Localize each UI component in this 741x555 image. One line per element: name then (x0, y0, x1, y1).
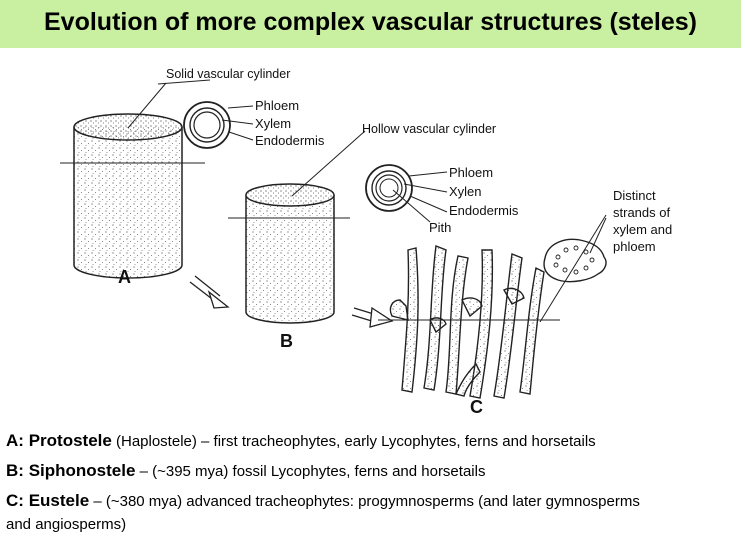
label-c-strands-line3: xylem and (613, 222, 672, 237)
cross-section-c (543, 238, 607, 283)
label-b-phloem: Phloem (449, 165, 493, 180)
label-a-xylem: Xylem (255, 116, 291, 131)
caption-c-text: – (~380 mya) advanced tracheophytes: pro… (89, 493, 640, 510)
caption-a-label: A: (6, 431, 24, 450)
arrow-a-to-b (189, 275, 230, 309)
caption-c-name: Eustele (28, 491, 90, 510)
caption-b: B: Siphonostele – (~395 mya) fossil Lyco… (6, 460, 485, 483)
stele-diagram: A Solid vascular cylinder Phloem Xylem E… (0, 48, 741, 420)
caption-b-label: B: (6, 461, 24, 480)
letter-a: A (118, 267, 131, 287)
caption-c-label: C: (6, 491, 24, 510)
arrow-b-to-c (351, 306, 394, 328)
label-b-xylen: Xylen (449, 184, 482, 199)
label-c-strands-line1: Distinct (613, 188, 656, 203)
caption-a: A: Protostele (Haplostele) – first trach… (6, 430, 596, 453)
cylinder-a (60, 113, 205, 279)
cross-section-b (365, 164, 413, 212)
letter-b: B (280, 331, 293, 351)
page-title: Evolution of more complex vascular struc… (44, 8, 697, 36)
label-hollow-vascular-cylinder: Hollow vascular cylinder (362, 122, 496, 136)
caption-c-text-line2: and angiosperms) (6, 516, 127, 533)
label-a-endodermis: Endodermis (255, 133, 325, 148)
label-b-endodermis: Endodermis (449, 203, 519, 218)
cylinder-b (228, 183, 350, 324)
caption-c: C: Eustele – (~380 mya) advanced tracheo… (6, 490, 741, 536)
label-b-pith: Pith (429, 220, 451, 235)
caption-a-name: Protostele (28, 431, 112, 450)
caption-a-text: (Haplostele) – first tracheophytes, earl… (111, 433, 596, 450)
eustele-strands (389, 245, 545, 399)
cross-section-a (183, 101, 231, 149)
label-c-strands-line2: strands of (613, 205, 670, 220)
letter-c: C (470, 397, 483, 417)
title-bar: Evolution of more complex vascular struc… (0, 0, 741, 48)
caption-b-text: – (~395 mya) fossil Lycophytes, ferns an… (135, 463, 486, 480)
caption-b-name: Siphonostele (28, 461, 136, 480)
label-solid-vascular-cylinder: Solid vascular cylinder (166, 67, 290, 81)
label-a-phloem: Phloem (255, 98, 299, 113)
label-c-strands-line4: phloem (613, 239, 656, 254)
